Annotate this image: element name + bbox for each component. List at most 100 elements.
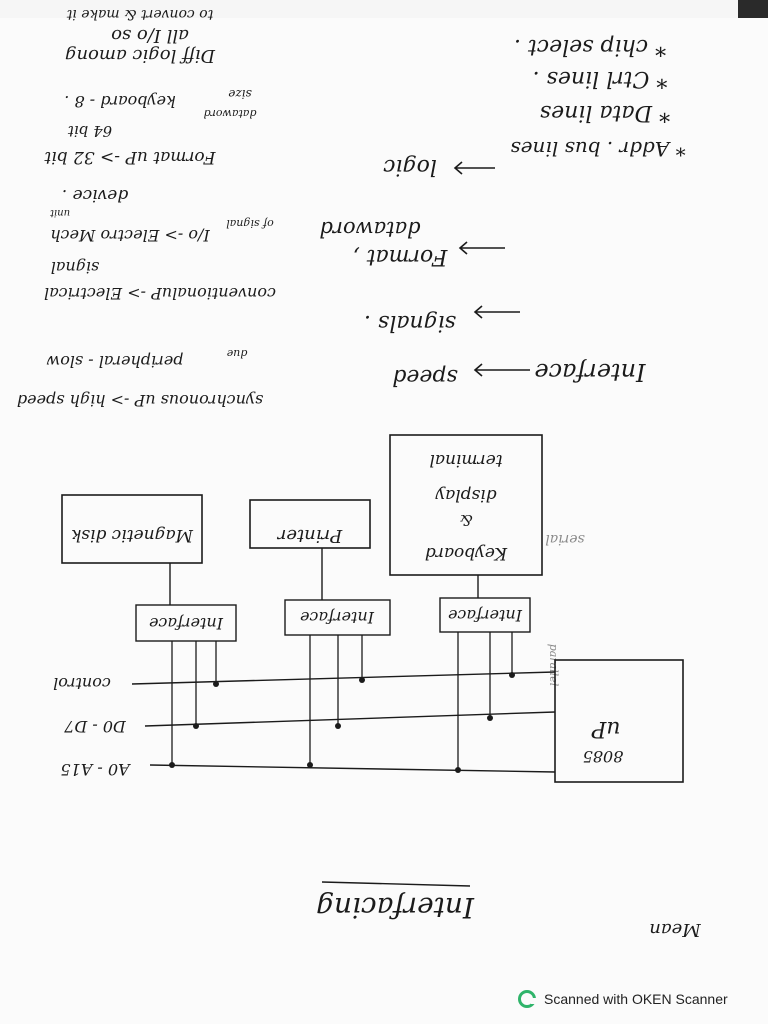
- svg-text:keyboard - 8 .: keyboard - 8 .: [64, 92, 175, 111]
- keyboard-label: Keyboard: [425, 543, 508, 563]
- svg-text:* Data lines: * Data lines: [540, 100, 670, 125]
- svg-text:Magnetic disk: Magnetic disk: [71, 525, 194, 545]
- arrow-format: [458, 241, 505, 255]
- svg-text:8085: 8085: [583, 747, 624, 766]
- scanner-watermark: Scanned with OKEN Scanner: [518, 990, 728, 1008]
- signature: Mean: [649, 919, 701, 940]
- svg-text:terminal: terminal: [429, 450, 502, 470]
- svg-text:Interface: Interface: [300, 608, 375, 627]
- note-64bit: 64 bit: [67, 122, 112, 140]
- control-bus: [131, 671, 556, 685]
- svg-text:* Ctrl lines .: * Ctrl lines .: [533, 66, 668, 91]
- arrow-speed: [473, 363, 530, 377]
- note-conv-electrical: conventionaluP -> Electrical: [44, 284, 276, 303]
- svg-text:control: control: [53, 674, 111, 693]
- svg-text:synchronous uP -> high speed: synchronous uP -> high speed: [17, 391, 263, 410]
- bullet-data-lines: * Data lines: [540, 100, 670, 125]
- note-due: due: [226, 347, 247, 360]
- note-signal: signal: [51, 258, 100, 277]
- svg-text:* Addr . bus lines: * Addr . bus lines: [510, 137, 685, 161]
- address-bus-label: A0 - A15: [60, 760, 131, 779]
- svg-text:peripheral - slow: peripheral - slow: [46, 352, 183, 371]
- svg-text:Format uP -> 32 bit: Format uP -> 32 bit: [44, 147, 216, 167]
- scanner-logo-icon: [518, 990, 537, 1008]
- svg-text:all I/o so: all I/o so: [111, 25, 189, 46]
- display-label: display: [435, 485, 496, 505]
- interface-label-3: Interface: [448, 606, 523, 625]
- note-all-io: all I/o so: [111, 25, 189, 46]
- note-io-electro: I/o -> Electro Mech: [50, 226, 210, 245]
- arrow-logic: [453, 161, 495, 175]
- note-size: size: [228, 87, 251, 101]
- svg-text:D0 - D7: D0 - D7: [63, 717, 126, 736]
- title-underline: [321, 881, 471, 887]
- svg-text:device .: device .: [62, 185, 128, 205]
- svg-text:&: &: [459, 511, 472, 529]
- svg-text:to convert & make it: to convert & make it: [66, 6, 213, 22]
- svg-text:logic: logic: [383, 154, 437, 179]
- svg-text:Mean: Mean: [649, 919, 701, 940]
- svg-text:serial: serial: [545, 531, 584, 547]
- svg-text:Format ,: Format ,: [353, 244, 449, 269]
- svg-text:size: size: [228, 87, 251, 101]
- svg-text:A0 - A15: A0 - A15: [60, 760, 131, 779]
- svg-text:conventionaluP -> Electrical: conventionaluP -> Electrical: [44, 284, 276, 303]
- svg-text:unit: unit: [49, 207, 70, 218]
- interface-label-2: Interface: [300, 608, 375, 627]
- up-label: uP: [590, 716, 620, 741]
- magnetic-disk-label: Magnetic disk: [71, 525, 194, 545]
- interface-box-disk: [135, 604, 237, 642]
- svg-text:speed: speed: [392, 364, 458, 389]
- control-bus-label: control: [53, 674, 111, 693]
- svg-text:dataword: dataword: [319, 217, 420, 241]
- svg-text:I/o -> Electro Mech: I/o -> Electro Mech: [50, 226, 210, 245]
- arrow-signals: [473, 305, 520, 319]
- scanner-watermark-text: Scanned with OKEN Scanner: [544, 991, 728, 1007]
- note-convert: to convert & make it: [66, 6, 213, 22]
- note-dataword-2: dataword: [319, 217, 420, 241]
- data-bus: [144, 711, 556, 727]
- scan-border: [738, 0, 768, 18]
- svg-text:Interface: Interface: [534, 358, 646, 386]
- microprocessor-box: [554, 659, 684, 783]
- note-format: Format ,: [353, 244, 449, 269]
- note-device: device .: [62, 185, 128, 205]
- svg-text:Interfacing: Interfacing: [316, 891, 475, 924]
- keyboard-terminal-box: [389, 434, 543, 576]
- svg-text:Interface: Interface: [149, 614, 224, 633]
- svg-text:Diff logic among: Diff logic among: [65, 45, 216, 66]
- svg-text:due: due: [226, 347, 247, 360]
- svg-text:uP: uP: [590, 716, 620, 741]
- bullet-chip-select: * chip select .: [514, 34, 666, 59]
- svg-text:Keyboard: Keyboard: [425, 543, 508, 563]
- svg-text:of signal: of signal: [226, 217, 274, 230]
- printer-box: [249, 499, 371, 549]
- magnetic-disk-box: [61, 494, 203, 564]
- interface-label-1: Interface: [149, 614, 224, 633]
- chip-label: 8085: [583, 747, 624, 766]
- note-diff-logic: Diff logic among: [65, 45, 216, 66]
- note-interface: Interface: [534, 358, 646, 386]
- svg-text:* chip select .: * chip select .: [514, 34, 666, 59]
- svg-text:Interface: Interface: [448, 606, 523, 625]
- interface-connections: [171, 632, 513, 770]
- interface-box-terminal: [439, 597, 531, 633]
- note-dataword: dataword: [204, 107, 257, 120]
- svg-text:64 bit: 64 bit: [67, 122, 112, 140]
- printer-label: Printer: [276, 525, 343, 546]
- serial-label: serial: [545, 531, 584, 547]
- note-logic: logic: [383, 154, 437, 179]
- note-sync-up: synchronous uP -> high speed: [17, 391, 263, 410]
- page-title: Interfacing: [316, 891, 475, 924]
- note-of-signal: of signal: [226, 217, 274, 230]
- svg-text:parallel: parallel: [547, 644, 560, 687]
- terminal-label: terminal: [429, 450, 502, 470]
- data-bus-label: D0 - D7: [63, 717, 126, 736]
- svg-text:display: display: [435, 485, 496, 505]
- note-format-up: Format uP -> 32 bit: [44, 147, 216, 167]
- svg-text:signal: signal: [51, 258, 100, 277]
- svg-text:Printer: Printer: [276, 525, 343, 546]
- note-keyboard-8: keyboard - 8 .: [64, 92, 175, 111]
- bullet-ctrl-lines: * Ctrl lines .: [533, 66, 668, 91]
